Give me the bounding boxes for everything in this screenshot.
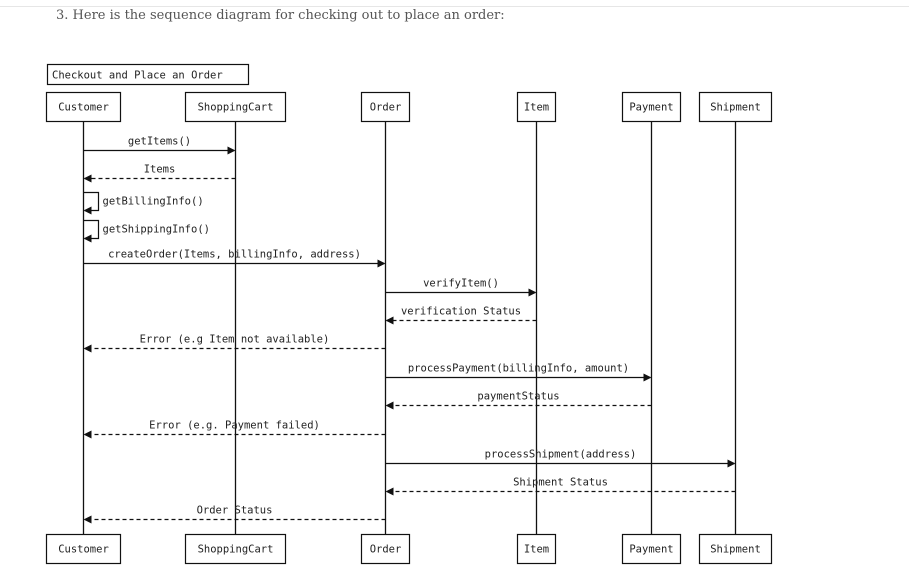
- participant-customer-top: Customer: [45, 91, 122, 123]
- participant-label: Customer: [58, 544, 109, 556]
- message-error-e-g-payment-failed: Error (e.g. Payment failed): [83, 420, 386, 439]
- participant-item-bottom: Item: [516, 533, 557, 565]
- message-label: verifyItem(): [423, 278, 499, 290]
- message-getshippinginfo: getShippingInfo(): [83, 219, 210, 243]
- top-divider: [0, 6, 909, 7]
- participant-label: Order: [370, 544, 402, 556]
- message-label: processShipment(address): [485, 449, 637, 461]
- participant-order-top: Order: [360, 91, 411, 123]
- message-shipment-status: Shipment Status: [385, 477, 736, 496]
- participant-label: Item: [524, 102, 549, 114]
- participant-label: Payment: [629, 544, 673, 556]
- message-label: getItems(): [128, 136, 191, 148]
- participant-label: Shipment: [710, 102, 761, 114]
- message-label: getShippingInfo(): [103, 224, 210, 236]
- message-label: Error (e.g Item not available): [140, 334, 330, 346]
- message-processshipment-address: processShipment(address): [385, 449, 736, 468]
- participant-label: ShoppingCart: [198, 544, 274, 556]
- participant-label: Item: [524, 544, 549, 556]
- participant-label: Payment: [629, 102, 673, 114]
- participant-label: Order: [370, 102, 402, 114]
- participant-shoppingcart-top: ShoppingCart: [184, 91, 287, 123]
- message-label: paymentStatus: [477, 391, 559, 403]
- message-label: Shipment Status: [513, 477, 608, 489]
- intro-text: 3. Here is the sequence diagram for chec…: [56, 8, 505, 23]
- participant-shoppingcart-bottom: ShoppingCart: [184, 533, 287, 565]
- message-label: Items: [144, 164, 176, 176]
- participant-label: Shipment: [710, 544, 761, 556]
- message-items: Items: [83, 164, 236, 183]
- diagram-title-frame: Checkout and Place an Order: [46, 63, 250, 86]
- participant-shipment-bottom: Shipment: [698, 533, 773, 565]
- message-verification-status: verification Status: [385, 306, 537, 325]
- message-label: getBillingInfo(): [103, 196, 204, 208]
- diagram-title: Checkout and Place an Order: [52, 70, 223, 82]
- participant-customer-bottom: Customer: [45, 533, 122, 565]
- message-verifyitem: verifyItem(): [385, 278, 537, 297]
- participant-payment-top: Payment: [621, 91, 682, 123]
- participant-order-bottom: Order: [360, 533, 411, 565]
- message-label: createOrder(Items, billingInfo, address): [108, 249, 361, 261]
- participant-payment-bottom: Payment: [621, 533, 682, 565]
- message-createorder-items-billinginfo-address: createOrder(Items, billingInfo, address): [83, 249, 386, 268]
- message-getitems: getItems(): [83, 136, 236, 155]
- message-label: processPayment(billingInfo, amount): [408, 363, 629, 375]
- message-order-status: Order Status: [83, 505, 386, 524]
- participant-shipment-top: Shipment: [698, 91, 773, 123]
- message-label: Order Status: [197, 505, 273, 517]
- message-label: Error (e.g. Payment failed): [149, 420, 320, 432]
- message-label: verification Status: [401, 306, 521, 318]
- message-getbillinginfo: getBillingInfo(): [83, 191, 204, 215]
- participant-label: Customer: [58, 102, 109, 114]
- message-error-e-g-item-not-available: Error (e.g Item not available): [83, 334, 386, 353]
- message-paymentstatus: paymentStatus: [385, 391, 652, 410]
- participant-label: ShoppingCart: [198, 102, 274, 114]
- participant-item-top: Item: [516, 91, 557, 123]
- message-processpayment-billinginfo-amount: processPayment(billingInfo, amount): [385, 363, 652, 382]
